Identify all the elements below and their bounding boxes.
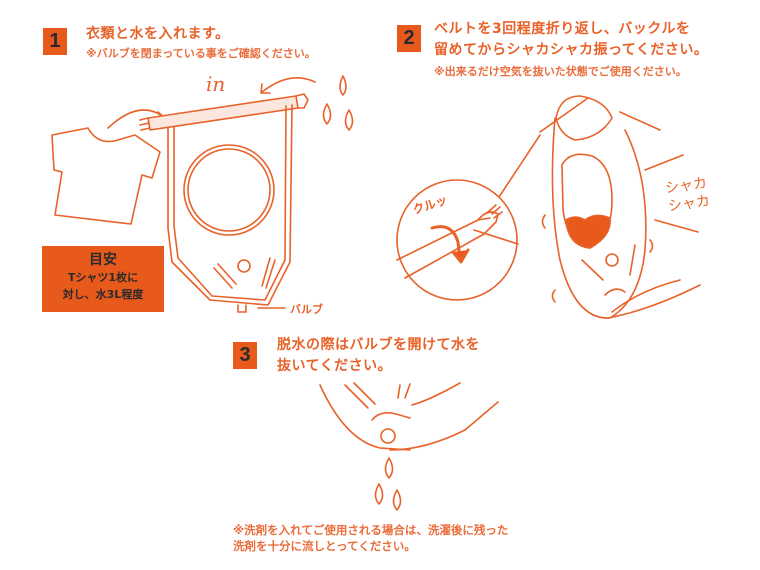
step-2-note: ※出来るだけ空気を抜いた状態でご使用ください。: [434, 65, 687, 78]
step-1-number-badge: 1: [43, 28, 67, 55]
step-2-title-line-1: ベルトを3回程度折り返し、バックルを: [434, 21, 691, 37]
step-3-title-line-2: 抜いてください。: [277, 358, 393, 374]
step-2-number-badge: 2: [397, 25, 421, 52]
hands-icon: [604, 279, 701, 319]
rolled-belt-icon: [396, 134, 541, 301]
hand-valve-icon: [319, 382, 499, 451]
guide-line-1: Tシャツ1枚に: [67, 271, 139, 284]
guide-title: 目安: [89, 252, 117, 268]
step-3-title-line-1: 脱水の際はバルブを開けて水を: [277, 337, 480, 353]
wash-bag-icon: [139, 93, 309, 313]
water-drops-icon: [322, 75, 354, 131]
in-label: in: [206, 72, 226, 96]
guide-line-2: 対し、水3L程度: [62, 288, 144, 301]
step-2-title-line-2: 留めてからシャカシャカ振ってください。: [434, 42, 709, 58]
step-1-note: ※バルブを閉まっている事をご確認ください。: [86, 47, 316, 60]
step-3-note-line-2: 洗剤を十分に流しとってください。: [233, 539, 416, 553]
step-3-note-line-1: ※洗剤を入れてご使用される場合は、洗濯後に残った: [233, 523, 509, 537]
step-3-number-badge: 3: [233, 342, 257, 369]
step-1-title: 衣類と水を入れます。: [86, 26, 230, 42]
guide-box: 目安 Tシャツ1枚に 対し、水3L程度: [42, 246, 164, 312]
t-shirt-icon: [51, 127, 161, 225]
water-drops-icon: [374, 457, 402, 511]
valve-label: バルブ: [290, 303, 323, 316]
